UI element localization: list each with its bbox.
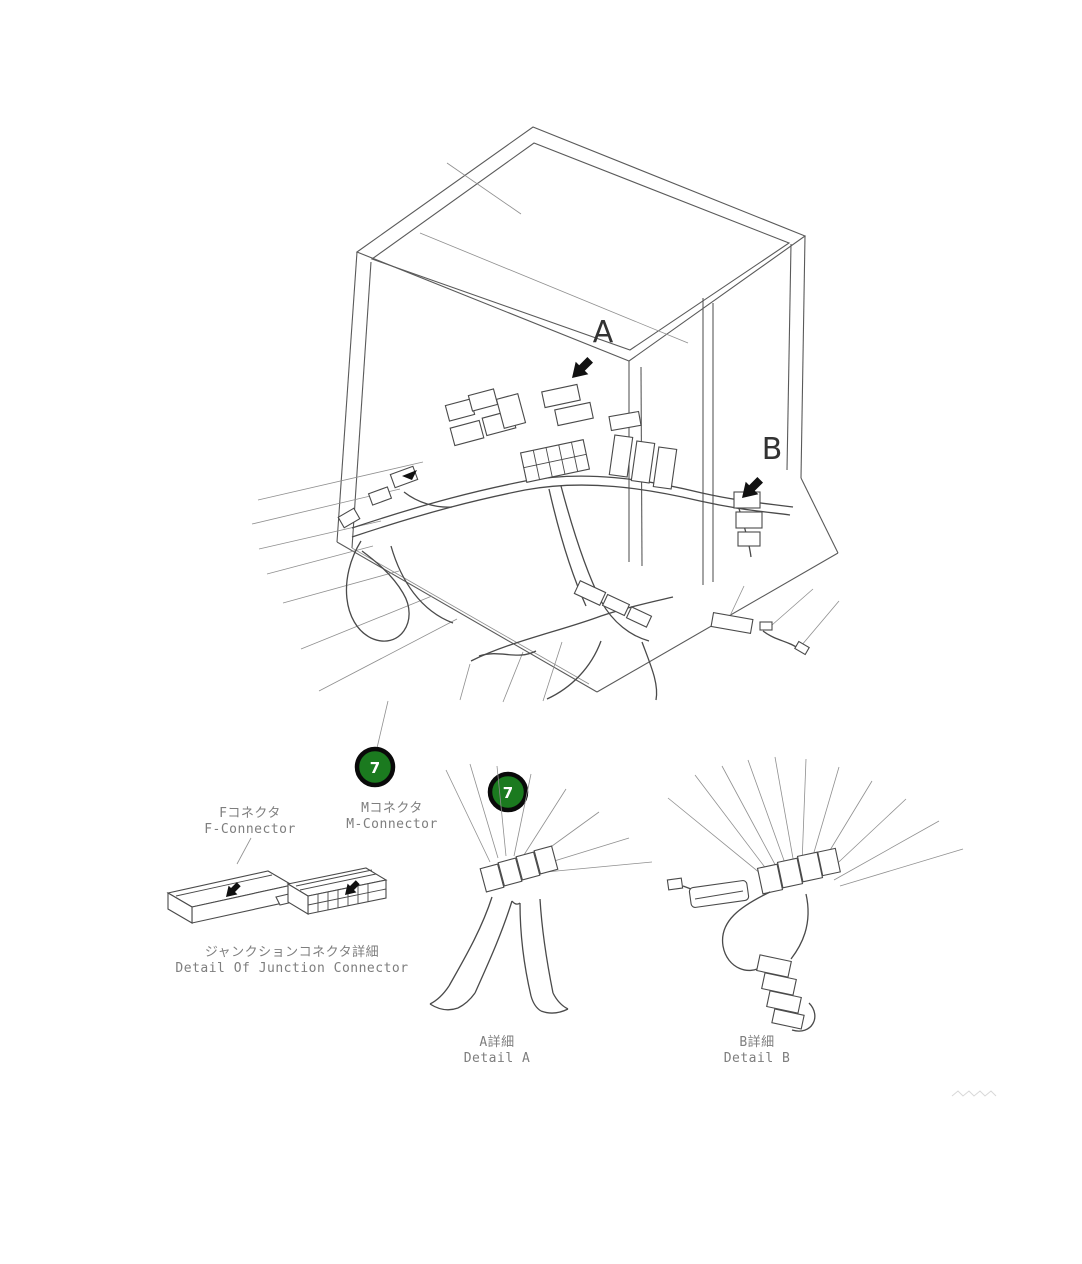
wiring-harness xyxy=(345,475,800,701)
connector-block xyxy=(337,507,361,529)
arrow-b-icon xyxy=(742,477,763,498)
cab-roof-diagonal xyxy=(419,232,689,344)
fuse-box xyxy=(519,439,591,483)
connector-block xyxy=(573,580,607,606)
connector-block-b xyxy=(735,511,763,529)
detail-a-fan-lines xyxy=(445,763,653,873)
m-connector-label-jp: Mコネクタ xyxy=(361,801,423,816)
cab-pillar-left-a xyxy=(336,251,358,543)
cab-roof-line xyxy=(446,162,522,215)
cab-floor-left xyxy=(336,541,598,693)
junction-caption-en: Detail Of Junction Connector xyxy=(175,961,408,976)
detail-a-harness xyxy=(429,896,569,1014)
connector-block xyxy=(554,401,594,427)
f-connector-label-en: F-Connector xyxy=(204,822,296,837)
connector-block xyxy=(601,593,631,617)
connector-block xyxy=(467,388,499,412)
leader-lines xyxy=(251,461,840,749)
detail-b-caption-jp: B詳細 xyxy=(739,1034,774,1050)
cab-floor-right-edge xyxy=(800,477,839,554)
small-part xyxy=(710,611,754,635)
detail-a-caption-jp: A詳細 xyxy=(479,1034,514,1050)
watermark-scribble xyxy=(951,1090,997,1097)
relay-block xyxy=(652,446,678,490)
connector-parts xyxy=(337,383,810,656)
small-arrow-icon xyxy=(402,470,417,480)
arrow-a-icon xyxy=(572,357,593,378)
detail-a-connectors xyxy=(479,845,559,893)
harness-lower xyxy=(470,596,674,662)
connector-block-b xyxy=(737,531,761,547)
callout-balloon-1: 7 xyxy=(354,746,396,788)
detail-junction-connector: Fコネクタ F-Connector Mコネクタ M-Connector ジャンク… xyxy=(166,801,438,976)
balloon-number: 7 xyxy=(370,759,380,777)
cab-pillar-right-a xyxy=(800,235,806,479)
balloon-number: 7 xyxy=(503,784,513,802)
balloon-1-leader xyxy=(376,700,389,749)
f-connector-label-jp: Fコネクタ xyxy=(219,806,281,821)
small-part xyxy=(794,640,810,656)
detail-a: A詳細 Detail A xyxy=(429,763,653,1066)
small-part xyxy=(759,621,773,631)
connector-block xyxy=(495,392,527,430)
view-label-a: A xyxy=(593,315,614,350)
connector-block xyxy=(449,419,485,447)
connector-block xyxy=(367,486,393,506)
detail-b-harness xyxy=(721,891,816,1032)
relay-block xyxy=(608,434,634,478)
callout-balloon-2: 7 xyxy=(487,771,529,813)
relay-block xyxy=(630,440,656,484)
harness-trunk xyxy=(351,475,794,529)
cab-pillar-left-b xyxy=(351,261,372,549)
connector-block xyxy=(389,465,419,489)
cab-roof-inner xyxy=(370,142,791,351)
balloon-circle xyxy=(354,746,396,788)
m-connector-drawing xyxy=(286,867,388,915)
harness-trunk-2 xyxy=(351,484,791,538)
f-connector-drawing xyxy=(166,870,298,924)
detail-b-fan-lines xyxy=(667,756,964,887)
connector-block xyxy=(625,606,653,628)
view-label-b: B xyxy=(762,432,783,467)
cab-roof-outline xyxy=(355,126,807,362)
m-connector-label-en: M-Connector xyxy=(346,817,438,832)
m-connector-arrow-icon xyxy=(345,880,360,895)
detail-b: B詳細 Detail B xyxy=(666,756,964,1066)
connector-block xyxy=(608,410,642,432)
cab-pillar-right-b xyxy=(786,243,792,471)
harness-left-loop xyxy=(345,540,410,642)
detail-a-caption-en: Detail A xyxy=(464,1051,531,1066)
junction-caption-jp: ジャンクションコネクタ詳細 xyxy=(205,944,379,960)
detail-b-connectors xyxy=(666,847,841,908)
cab-floor-left-inner xyxy=(351,547,590,685)
f-connector-arrow-icon xyxy=(226,882,241,897)
connector-block xyxy=(541,383,581,409)
detail-b-caption-en: Detail B xyxy=(724,1051,791,1066)
